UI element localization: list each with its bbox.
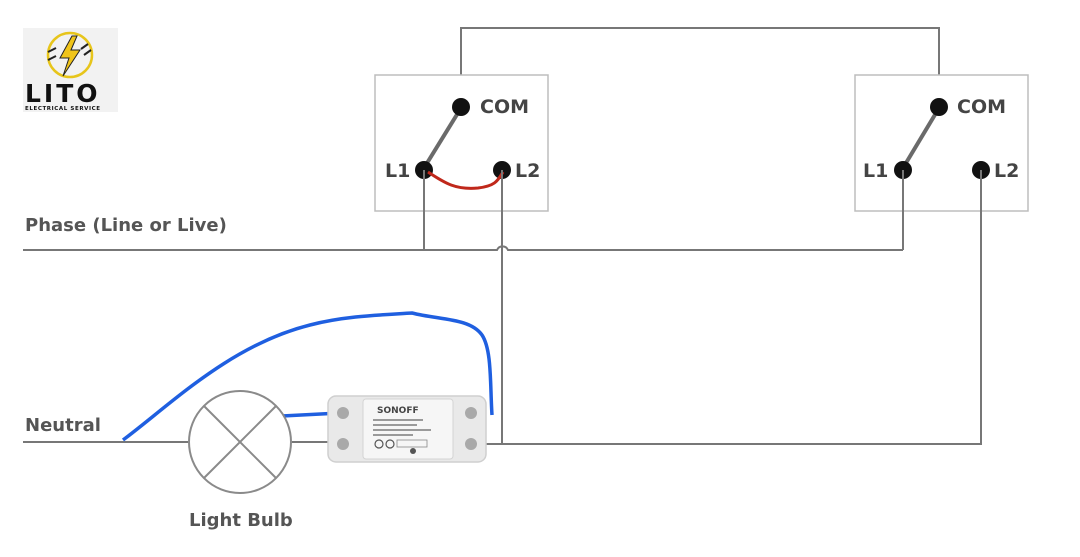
relay-fine-print xyxy=(373,419,431,436)
brand-logo: LITO ELECTRICAL SERVICE xyxy=(23,28,118,112)
smart-switch-module-icon: SONOFF xyxy=(327,395,487,463)
switch-right-l2-label: L2 xyxy=(994,160,1019,182)
phase-wire xyxy=(23,245,903,251)
relay-left-bottom-screw xyxy=(337,438,349,450)
switch-left-l1-label: L1 xyxy=(385,160,410,182)
relay-brand: SONOFF xyxy=(377,406,419,416)
logo-tagline: ELECTRICAL SERVICE xyxy=(25,106,101,112)
blue-neutral-wire xyxy=(121,311,494,442)
plug-lightning-icon xyxy=(46,31,94,79)
switch-right-lever xyxy=(901,106,941,170)
switch-left-com-label: COM xyxy=(480,96,529,118)
switch-left-l2-label: L2 xyxy=(515,160,540,182)
switch-right-l2-return-wire xyxy=(502,170,982,445)
switch-left-com-terminal xyxy=(452,98,470,116)
switch-right: COM L1 L2 xyxy=(854,74,1029,212)
switch-right-com-terminal xyxy=(930,98,948,116)
phase-label: Phase (Line or Live) xyxy=(25,215,227,236)
neutral-label: Neutral xyxy=(25,415,101,436)
light-bulb-label: Light Bulb xyxy=(189,510,293,531)
switch-right-l1-label: L1 xyxy=(863,160,888,182)
switch-right-box xyxy=(854,74,1029,212)
switch-right-com-label: COM xyxy=(957,96,1006,118)
com-bridge-wire xyxy=(460,27,940,105)
relay-right-bottom-screw xyxy=(465,438,477,450)
jumper-wire-l1-l2 xyxy=(427,170,505,190)
relay-button xyxy=(410,448,416,454)
relay-right-top-screw xyxy=(465,407,477,419)
switch-left-lever xyxy=(422,106,463,170)
light-bulb-icon xyxy=(188,390,292,494)
relay-left-top-screw xyxy=(337,407,349,419)
logo-name: LITO xyxy=(25,79,101,108)
switch-left: COM L1 L2 xyxy=(374,74,549,212)
